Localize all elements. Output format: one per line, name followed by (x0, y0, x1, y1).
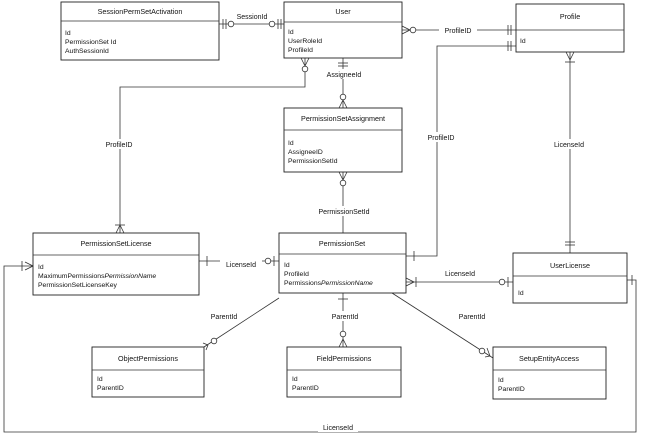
relation-sessionpermset-user (219, 19, 284, 29)
field-parent-id: ParentID (97, 385, 124, 392)
label-permission-set-id: PermissionSetId (319, 209, 370, 216)
field-maximum-permissions: MaximumPermissionsPermissionName (38, 273, 156, 280)
entity-title: PermissionSet (319, 239, 365, 248)
label-session-id: SessionId (237, 14, 268, 21)
field-profile-id: ProfileId (288, 47, 313, 54)
field-id: Id (288, 29, 294, 36)
entity-userlicense[interactable]: UserLicense Id (512, 252, 628, 304)
field-permission-set-id: PermissionSet Id (65, 39, 117, 46)
relation-permissionset-setupentityaccess (391, 292, 494, 359)
entity-title: Profile (560, 12, 580, 21)
entity-objectpermissions[interactable]: ObjectPermissions Id ParentID (91, 346, 205, 398)
label-assignee-id: AssigneeId (327, 72, 362, 79)
entity-profile[interactable]: Profile Id (515, 3, 625, 53)
entity-title: User (335, 7, 351, 16)
entity-fieldpermissions[interactable]: FieldPermissions Id ParentID (286, 346, 402, 398)
entity-title: PermissionSetAssignment (301, 114, 385, 123)
relation-assignment-permissionset (338, 171, 348, 233)
relation-user-permsetlicense (115, 57, 310, 234)
label-sea-parent-id: ParentId (459, 314, 486, 321)
field-id: Id (38, 264, 44, 271)
entity-sessionpermsetactivation[interactable]: SessionPermSetActivation Id PermissionSe… (60, 1, 220, 61)
field-parent-id: ParentID (498, 386, 525, 393)
label-profile-license-id: LicenseId (554, 142, 584, 149)
entity-permissionset[interactable]: PermissionSet Id ProfileId PermissionsPe… (278, 232, 407, 294)
field-permission-set-id: PermissionSetId (288, 158, 338, 165)
label-fp-parent-id: ParentId (332, 314, 359, 321)
relation-permissionset-objectpermissions (202, 297, 280, 351)
label-ul-license-id: LicenseId (445, 271, 475, 278)
entity-setupentityaccess[interactable]: SetupEntityAccess Id ParentID (492, 346, 607, 400)
field-auth-session-id: AuthSessionId (65, 48, 109, 55)
field-id: Id (288, 140, 294, 147)
relation-permissionset-fieldpermissions (338, 293, 348, 348)
field-id: Id (518, 290, 524, 297)
entity-user[interactable]: User Id UserRoleId ProfileId (283, 1, 403, 59)
entity-permissionsetlicense[interactable]: PermissionSetLicense Id MaximumPermissio… (32, 232, 200, 296)
relation-profile-permissionset (406, 41, 516, 261)
entity-title: SetupEntityAccess (519, 354, 579, 363)
field-id: Id (284, 262, 290, 269)
field-id: Id (498, 377, 504, 384)
entity-title: ObjectPermissions (118, 354, 178, 363)
field-id: Id (292, 376, 298, 383)
entity-title: FieldPermissions (317, 354, 372, 363)
relation-user-assignment (338, 58, 348, 109)
label-ps-profile-id: ProfileID (428, 135, 455, 142)
label-bottom-license-id: LicenseId (323, 425, 353, 432)
field-parent-id: ParentID (292, 385, 319, 392)
field-id: Id (65, 30, 71, 37)
field-permission-set-license-key: PermissionSetLicenseKey (38, 282, 118, 289)
label-psl-license-id: LicenseId (226, 262, 256, 269)
entity-title: PermissionSetLicense (80, 239, 151, 248)
label-user-profile-id: ProfileID (445, 28, 472, 35)
entity-title: UserLicense (550, 261, 590, 270)
relation-profile-userlicense (565, 51, 575, 253)
field-id: Id (97, 376, 103, 383)
label-psl-profile-id: ProfileID (106, 142, 133, 149)
relation-permissionset-userlicense (405, 277, 513, 287)
label-op-parent-id: ParentId (211, 314, 238, 321)
entity-permissionsetassignment[interactable]: PermissionSetAssignment Id AssigneeID Pe… (283, 107, 403, 173)
field-id: Id (520, 38, 526, 45)
field-permissions: PermissionsPermissionName (284, 280, 373, 287)
field-assignee-id: AssigneeID (288, 149, 323, 156)
field-user-role-id: UserRoleId (288, 38, 322, 45)
entity-title: SessionPermSetActivation (98, 7, 183, 16)
field-profile-id: ProfileId (284, 271, 309, 278)
